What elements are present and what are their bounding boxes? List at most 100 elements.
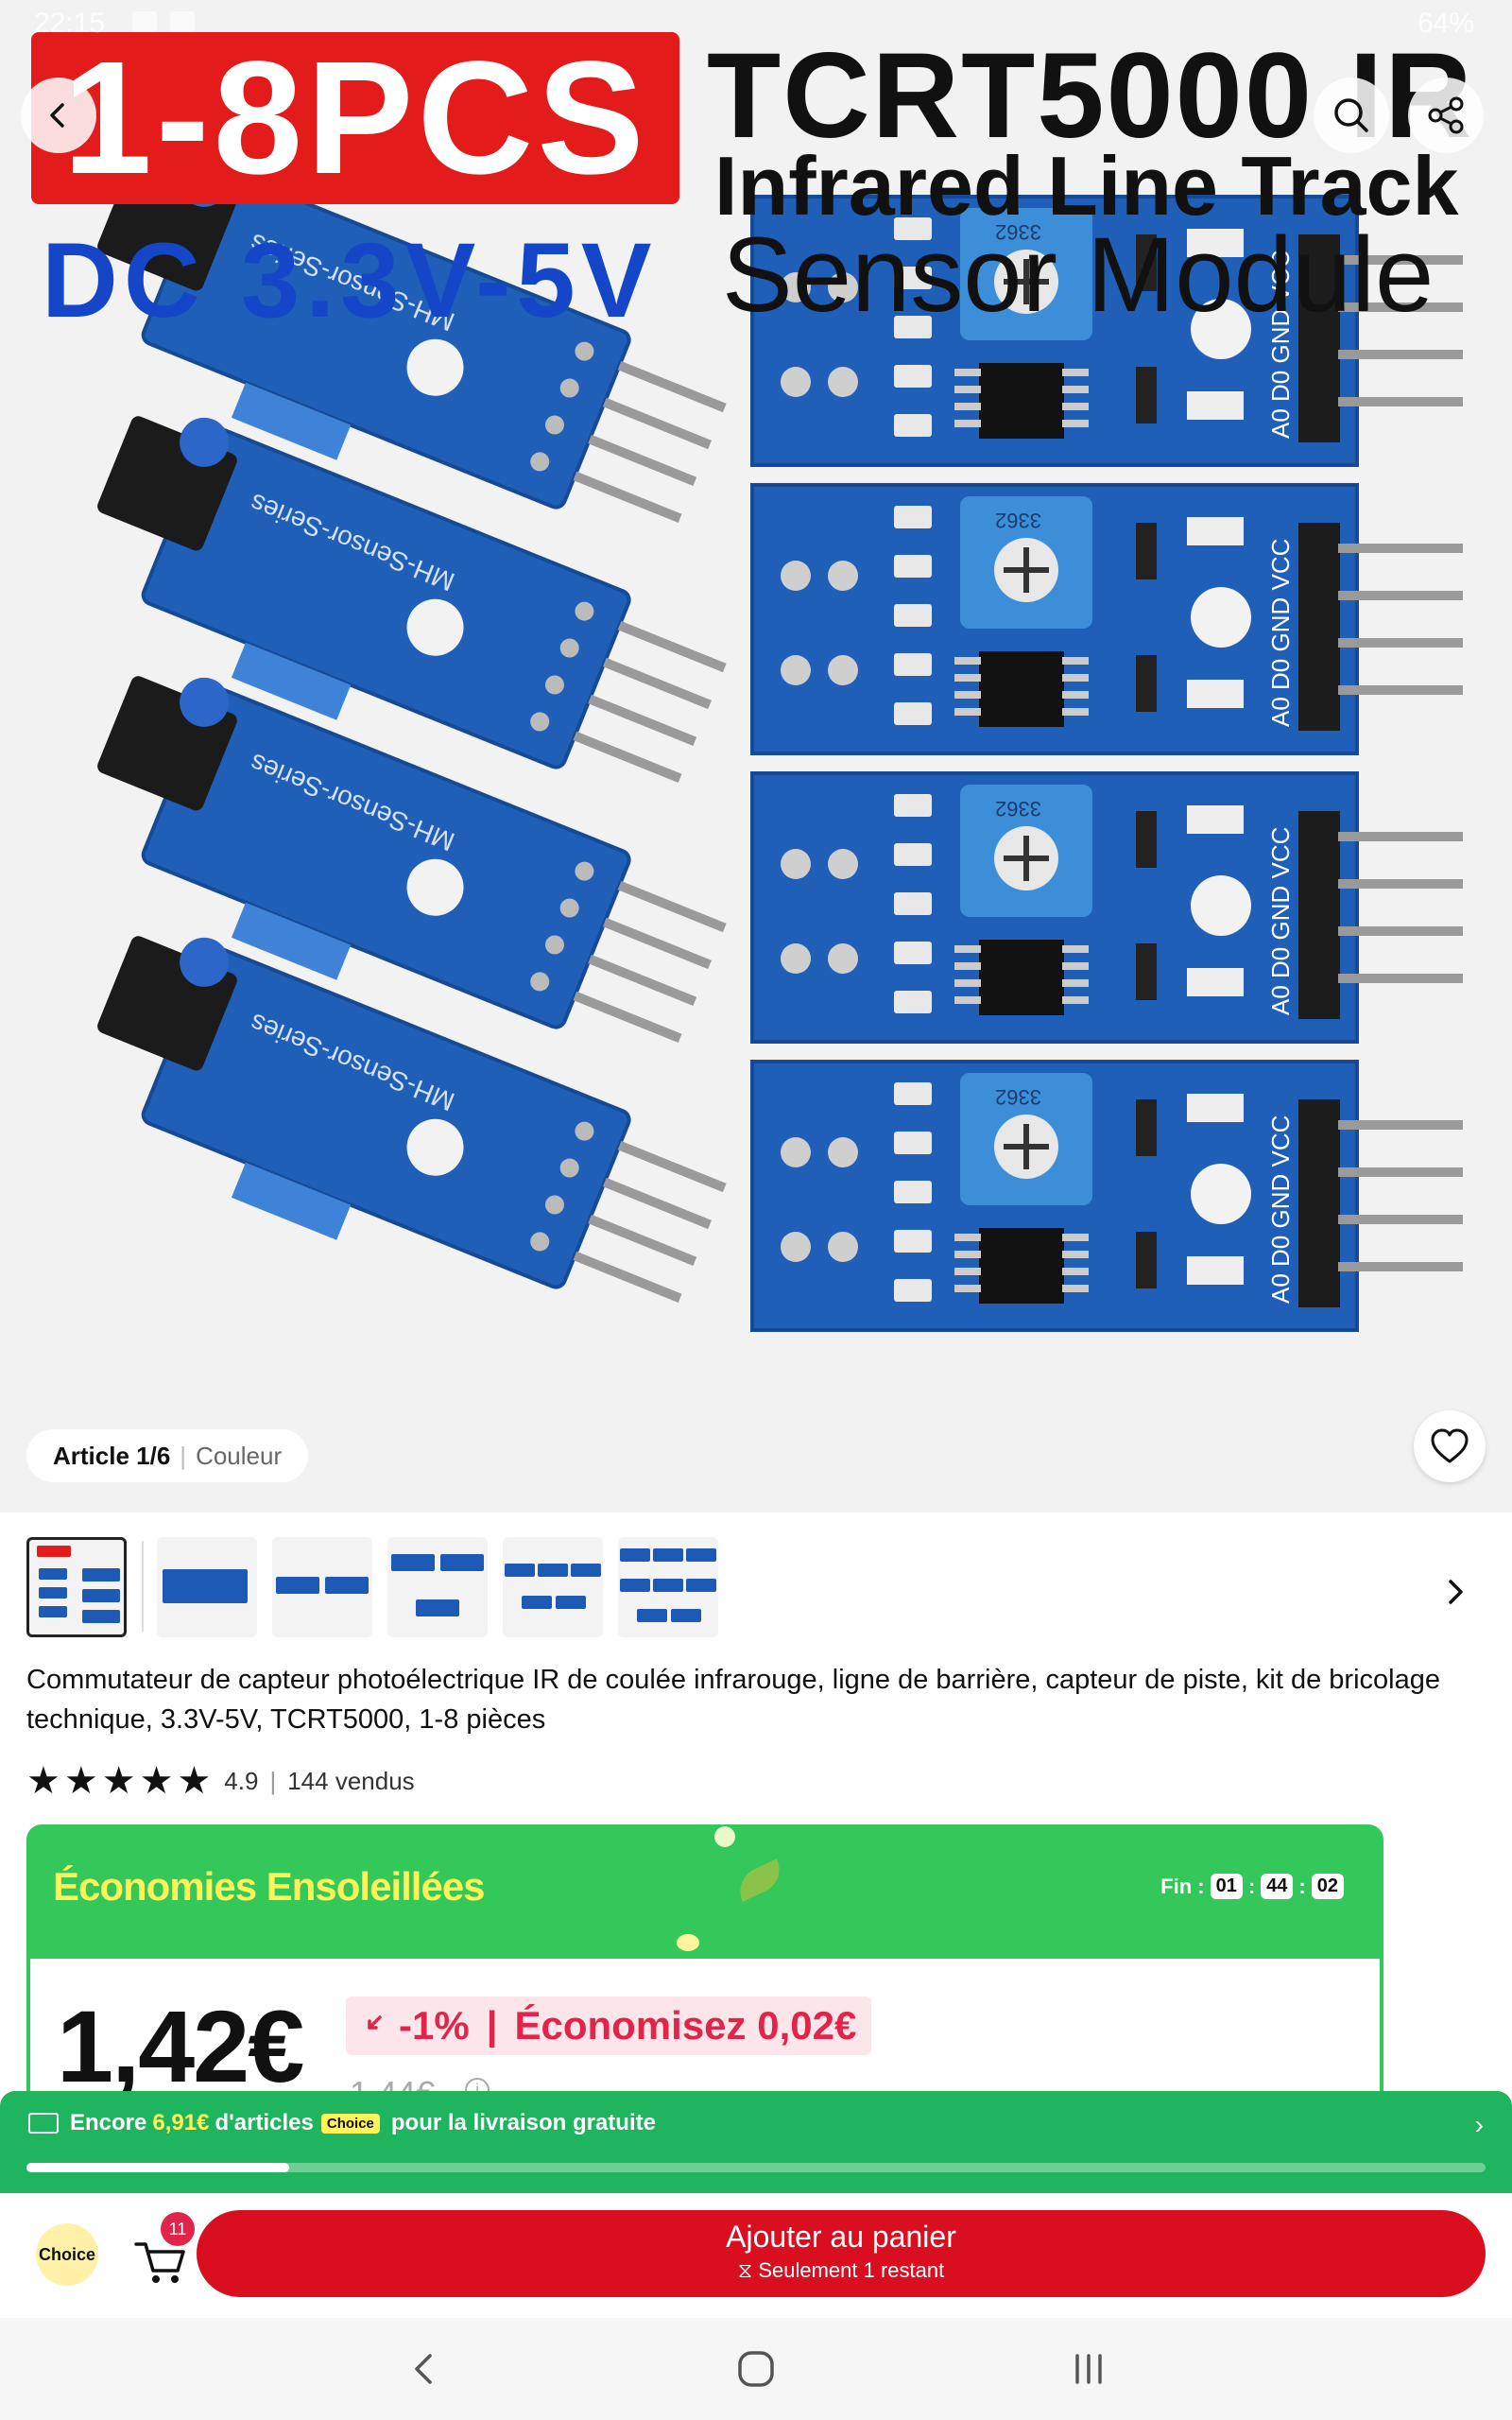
discount-percent: -1%	[399, 2003, 470, 2048]
star-icon: ★	[101, 1760, 136, 1802]
search-button[interactable]	[1314, 78, 1389, 153]
sold-count: 144 vendus	[287, 1766, 415, 1795]
promo-card: Économies Ensoleillées Fin : 01: 44: 02 …	[26, 1824, 1383, 2108]
wishlist-button[interactable]	[1414, 1410, 1486, 1482]
system-home-button[interactable]	[728, 2342, 784, 2395]
free-shipping-bar[interactable]: Encore 6,91€ d'articles Choice pour la l…	[0, 2091, 1512, 2193]
chevron-right-icon	[1449, 1580, 1463, 1604]
thumbnail-divider	[142, 1541, 144, 1632]
flat-sensor-board: 3362 A0 D0 GND VCC	[750, 483, 1463, 755]
add-to-cart-label: Ajouter au panier	[726, 2220, 956, 2254]
pin-labels: A0 D0 GND VCC	[1266, 1115, 1295, 1304]
cart-count-badge: 11	[161, 2212, 195, 2246]
leaf-icon	[731, 1858, 788, 1902]
thumbnail-3[interactable]	[272, 1537, 372, 1637]
message-icon	[170, 11, 195, 32]
shipping-remaining-amount: 6,91€	[152, 2110, 210, 2135]
pin-labels: A0 D0 GND VCC	[1266, 827, 1295, 1015]
back-chevron-icon	[415, 2354, 432, 2384]
star-icon: ★	[177, 1760, 212, 1802]
system-recents-button[interactable]	[1060, 2342, 1117, 2395]
chevron-left-icon	[50, 103, 64, 128]
countdown-minutes: 44	[1261, 1874, 1294, 1899]
article-counter-pill[interactable]: Article 1/6|Couleur	[26, 1429, 309, 1482]
angled-sensor-board: MH-Sensor-Series	[97, 936, 727, 1304]
star-icon: ★	[139, 1760, 174, 1802]
cart-icon	[134, 2242, 185, 2283]
shipping-suffix: pour la livraison gratuite	[390, 2110, 656, 2135]
thumbnails-next-button[interactable]	[1435, 1571, 1476, 1613]
share-button[interactable]	[1408, 78, 1484, 153]
shipping-prefix: Encore	[70, 2110, 147, 2135]
rating-stars: ★★★★★	[26, 1762, 211, 1800]
current-price: 1,42€	[57, 1989, 304, 2103]
back-button[interactable]	[21, 78, 96, 153]
thumbnail-1[interactable]	[26, 1537, 127, 1637]
chevron-right-icon: ›	[1474, 2110, 1484, 2139]
search-icon	[1334, 98, 1368, 132]
share-icon	[1428, 96, 1464, 134]
thumbnail-6[interactable]	[618, 1537, 718, 1637]
free-shipping-text: Encore 6,91€ d'articles Choice pour la l…	[28, 2110, 656, 2136]
shipping-middle: d'articles	[215, 2110, 314, 2135]
system-back-button[interactable]	[395, 2342, 452, 2395]
decor-petal	[714, 1826, 735, 1847]
heart-icon	[1431, 1428, 1469, 1463]
countdown-hours: 01	[1210, 1874, 1243, 1899]
article-attribute: Couleur	[196, 1442, 283, 1470]
decor-petal	[677, 1934, 699, 1951]
countdown-seconds: 02	[1311, 1874, 1344, 1899]
arrow-down-icon	[368, 2015, 382, 2030]
pot-label: 3362	[995, 797, 1041, 821]
truck-icon	[28, 2113, 59, 2134]
home-icon	[738, 2351, 774, 2387]
thumbnail-5[interactable]	[503, 1537, 603, 1637]
stock-note: ⧖ Seulement 1 restant	[737, 2258, 945, 2282]
shipping-progress-fill	[26, 2163, 289, 2172]
thumbnail-4[interactable]	[387, 1537, 488, 1637]
notification-icons	[132, 11, 195, 32]
choice-badge: Choice	[320, 2113, 380, 2134]
pot-label: 3362	[995, 509, 1041, 532]
price-panel: 1,42€ -1% | Économisez 0,02€ 1,44€ i	[30, 1959, 1380, 2108]
shipping-progress-track	[26, 2163, 1486, 2172]
battery-level: 64%	[1417, 8, 1474, 39]
choice-store-button[interactable]: Choice	[36, 2223, 98, 2286]
pot-label: 3362	[995, 220, 1041, 244]
add-to-cart-button[interactable]: Ajouter au panier ⧖ Seulement 1 restant	[197, 2210, 1486, 2297]
promo-countdown: Fin : 01: 44: 02	[1160, 1874, 1344, 1899]
pot-label: 3362	[995, 1085, 1041, 1109]
gallery-icon	[132, 11, 157, 32]
thumbnail-strip	[0, 1512, 1512, 1643]
flat-sensor-board: 3362 A0 D0 GND VCC	[750, 1060, 1463, 1332]
angled-sensor-board: MH-Sensor-Series	[97, 416, 727, 784]
hero-title-line3: Sensor Module	[722, 216, 1435, 334]
star-icon: ★	[26, 1760, 60, 1802]
star-icon: ★	[63, 1760, 98, 1802]
flat-sensor-board: 3362 A0 D0 GND VCC	[750, 195, 1463, 467]
hero-title-line2: Infrared Line Track	[714, 139, 1459, 233]
pin-labels: A0 D0 GND VCC	[1266, 539, 1295, 727]
voltage-label: DC 3.3V-5V	[42, 221, 658, 339]
pin-labels: A0 D0 GND VCC	[1266, 251, 1295, 439]
recents-icon	[1075, 2354, 1102, 2384]
status-time: 22:15	[34, 8, 106, 39]
product-title: Commutateur de capteur photoélectrique I…	[26, 1665, 1440, 1735]
discount-badge: -1% | Économisez 0,02€	[346, 1996, 872, 2055]
thumbnail-2[interactable]	[157, 1537, 257, 1637]
system-navigation-bar	[0, 2318, 1512, 2420]
countdown-label: Fin :	[1160, 1874, 1205, 1898]
rating-value: 4.9	[224, 1766, 259, 1795]
status-bar: 22:15 64%	[0, 0, 1512, 47]
action-bar: Choice 11 Ajouter au panier ⧖ Seulement …	[0, 2193, 1512, 2318]
quantity-banner: 1-8PCS	[31, 32, 679, 204]
savings-amount: Économisez 0,02€	[514, 2003, 857, 2048]
flat-sensor-board: 3362 A0 D0 GND VCC	[750, 771, 1463, 1044]
article-counter: Article 1/6	[53, 1442, 171, 1470]
promo-title: Économies Ensoleillées	[53, 1864, 486, 1909]
cart-button[interactable]	[129, 2227, 195, 2293]
product-photo: MH-Sensor-SeriesMH-Sensor-SeriesMH-Senso…	[97, 156, 1463, 1332]
stock-note-text: Seulement 1 restant	[758, 2258, 945, 2282]
rating-row[interactable]: ★★★★★ 4.9 | 144 vendus	[26, 1760, 415, 1802]
